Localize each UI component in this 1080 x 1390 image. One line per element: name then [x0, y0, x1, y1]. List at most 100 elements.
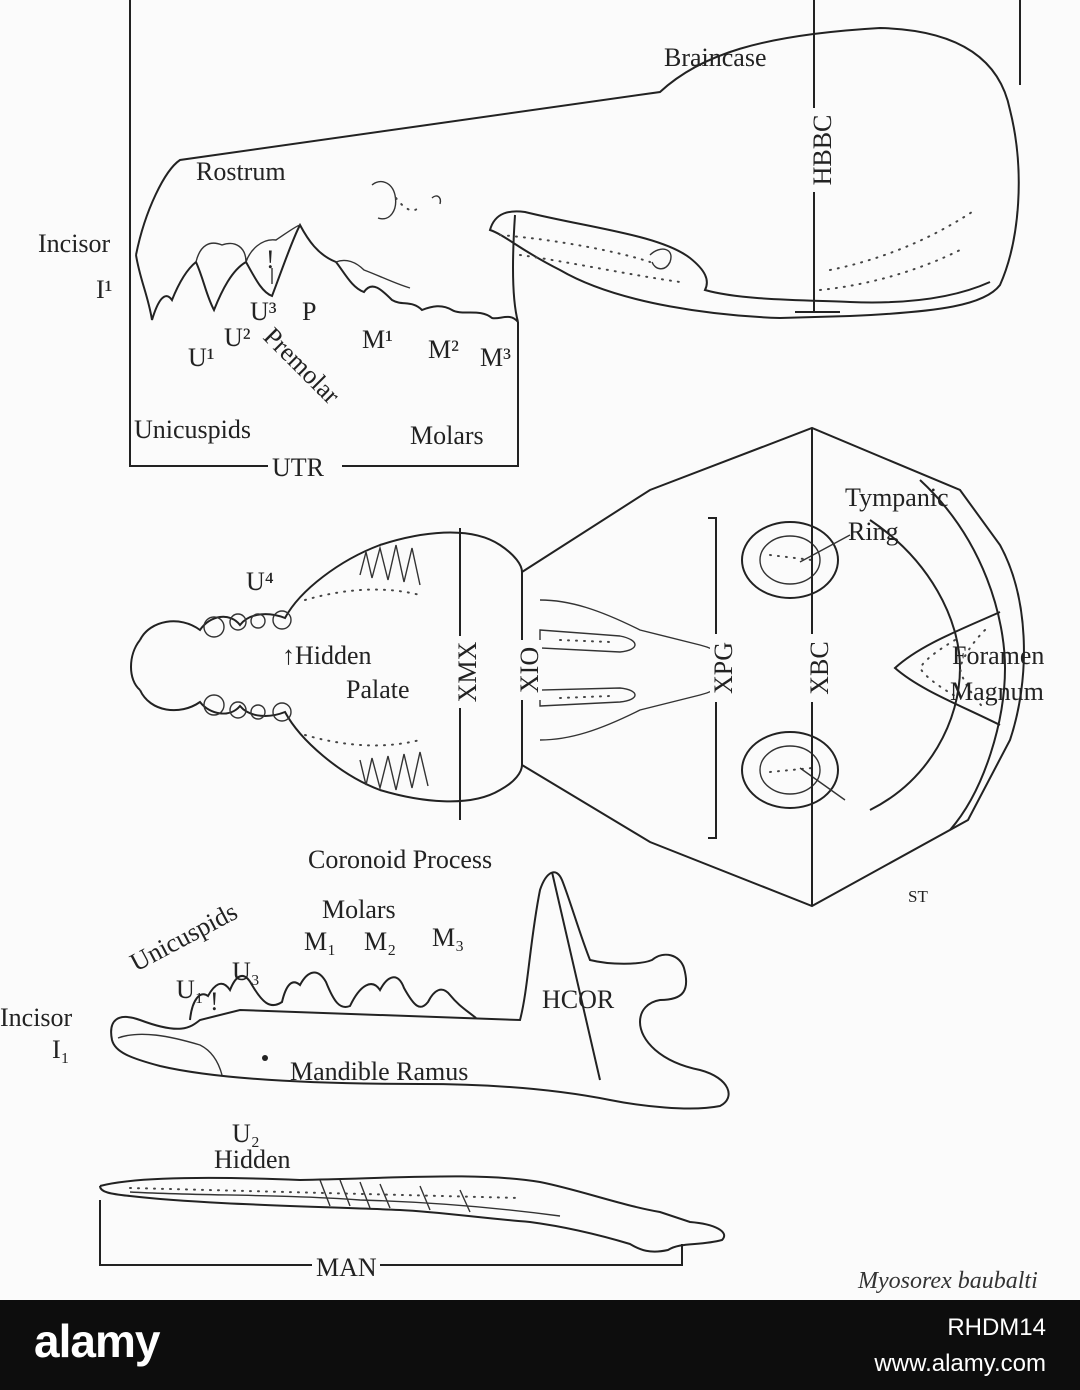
u2-label: U²: [224, 323, 251, 352]
tympanic-pointer-bottom: [799, 767, 846, 801]
skull-diagram-svg: Braincase HBBC Rostrum Incisor I¹ ! U³ P…: [0, 0, 1044, 1294]
auditory-hook: [649, 248, 672, 270]
skull-figure: Braincase HBBC Rostrum Incisor I¹ ! U³ P…: [0, 0, 1045, 1294]
foramen-magnum-outline: [893, 611, 1001, 726]
tympanic-label: Tympanic: [845, 483, 949, 512]
unicuspid-u4-top: [272, 610, 292, 630]
occipital-band-inner: [869, 519, 962, 811]
mandible-dorsal-stipple: [129, 1187, 521, 1199]
foramen-label: Foramen: [952, 641, 1044, 670]
molar-crowns: [335, 259, 411, 289]
m2-label: M²: [428, 335, 459, 364]
unicuspids-lower-label: Unicuspids: [125, 897, 242, 978]
occipital-band-outer: [919, 479, 1007, 831]
mandible-dorsal-outline: [99, 1175, 725, 1253]
skull-lateral-outline: [135, 26, 1020, 320]
pterygoid-top: [539, 629, 636, 653]
unicuspid-u1-top: [203, 616, 225, 638]
xbc-label: XBC: [805, 641, 834, 694]
m3-label: M³: [480, 343, 511, 372]
tympanic-inner-bottom: [759, 745, 821, 795]
utr-label-bg: [268, 456, 342, 478]
premolar-label: Premolar: [258, 322, 346, 410]
unicuspid-u2-bottom: [229, 701, 247, 719]
foramen-stipple: [395, 197, 421, 212]
incisor-tips-ventral: [130, 639, 141, 691]
tympanic-inner-top: [759, 535, 821, 585]
image-id: RHDM14: [947, 1314, 1046, 1341]
molars-label-lower: Molars: [322, 895, 396, 924]
palate-stipple-bottom: [304, 734, 421, 747]
tympanic-ring-bottom: [741, 731, 839, 809]
unicuspid-crowns: [195, 242, 247, 263]
u1-lower-label: U₁: [176, 975, 204, 1004]
tympanic-stipple-top: [769, 554, 813, 561]
zygomatic-stipple-2: [519, 254, 681, 283]
zygoma-line: [512, 214, 519, 323]
xio-label-bg: [516, 640, 542, 700]
upper-molar-cusps: [359, 544, 421, 586]
xmx-label: XMX: [453, 641, 482, 702]
unicuspids-label: Unicuspids: [134, 415, 251, 444]
m3-lower-label: M₃: [432, 923, 464, 952]
foramen-stipple-2: [958, 629, 986, 711]
u2-lower-label: U₂: [232, 1119, 260, 1148]
incisor-label: Incisor: [38, 229, 111, 258]
hidden-lower-label: Hidden: [214, 1145, 291, 1174]
xmx-label-bg: [454, 636, 480, 708]
unicuspid-u4-bottom: [272, 702, 292, 722]
foramen-mark: [371, 180, 397, 220]
magnum-label: Magnum: [950, 677, 1044, 706]
ring-label: Ring: [848, 517, 899, 546]
mandible-dorsal-view: U₂ Hidden MAN: [99, 1119, 725, 1282]
man-bracket: [99, 1200, 683, 1266]
species-label: Myosorex baubalti: [857, 1268, 1038, 1294]
exclaim-lower-label: !: [210, 987, 219, 1016]
hbbc-label-bg: [809, 108, 835, 192]
m2-lower-label: M₂: [364, 927, 396, 956]
xio-label: XIO: [515, 647, 544, 693]
mandible-dorsal-inner: [129, 1191, 561, 1217]
i1-lower-label: I₁: [52, 1035, 70, 1064]
u3-lower-label: U₃: [232, 957, 260, 986]
incisor-lower-label: Incisor: [0, 1003, 73, 1032]
hidden-label: ↑Hidden: [282, 641, 372, 670]
tympanic-pointer: [799, 534, 851, 563]
lateral-skull-view: Braincase HBBC Rostrum Incisor I¹ ! U³ P…: [38, 0, 1021, 482]
hcor-line: [551, 871, 601, 1081]
site-url: www.alamy.com: [874, 1350, 1046, 1377]
premolar-crown: [245, 224, 301, 263]
unicuspid-u2-top: [229, 613, 247, 631]
mandible-outline: [110, 871, 730, 1110]
upper-tooth-row: [135, 222, 519, 323]
p-label: P: [302, 297, 316, 326]
lower-tooth-row-ventral: [139, 689, 523, 803]
man-label: MAN: [316, 1253, 377, 1282]
xpg-label: XPG: [709, 642, 738, 694]
illustrator-signature: ST: [908, 887, 928, 906]
unicuspid-u3-bottom: [250, 704, 266, 720]
molars-label: Molars: [410, 421, 484, 450]
man-label-bg: [312, 1255, 380, 1277]
xpg-label-bg: [710, 634, 736, 702]
brand-logo: alamy: [34, 1315, 160, 1367]
foramen-stipple: [918, 639, 956, 697]
pterygoid-stipple-bottom: [559, 695, 611, 699]
exclaim-label: !: [266, 245, 275, 274]
coronoid-label: Coronoid Process: [308, 845, 492, 874]
u4-label: U⁴: [246, 567, 274, 596]
hcor-label: HCOR: [542, 985, 615, 1014]
braincase-stipple: [819, 249, 961, 291]
mandible-lateral-view: Coronoid Process Molars M₁ M₂ M₃ Unicusp…: [0, 845, 730, 1110]
u3-label: U³: [250, 297, 277, 326]
tympanic-ring-top: [741, 521, 839, 599]
m1-lower-label: M₁: [304, 927, 336, 956]
unicuspid-u3-top: [250, 613, 266, 629]
xbc-label-bg: [806, 634, 832, 702]
lower-tooth-row: [189, 971, 477, 1021]
tympanic-stipple-bottom: [769, 767, 813, 773]
lower-incisor: [117, 1033, 223, 1076]
basicranium-lower: [539, 671, 731, 741]
lower-molar-cusps: [359, 751, 429, 791]
pterygoid-stipple-top: [559, 639, 611, 643]
